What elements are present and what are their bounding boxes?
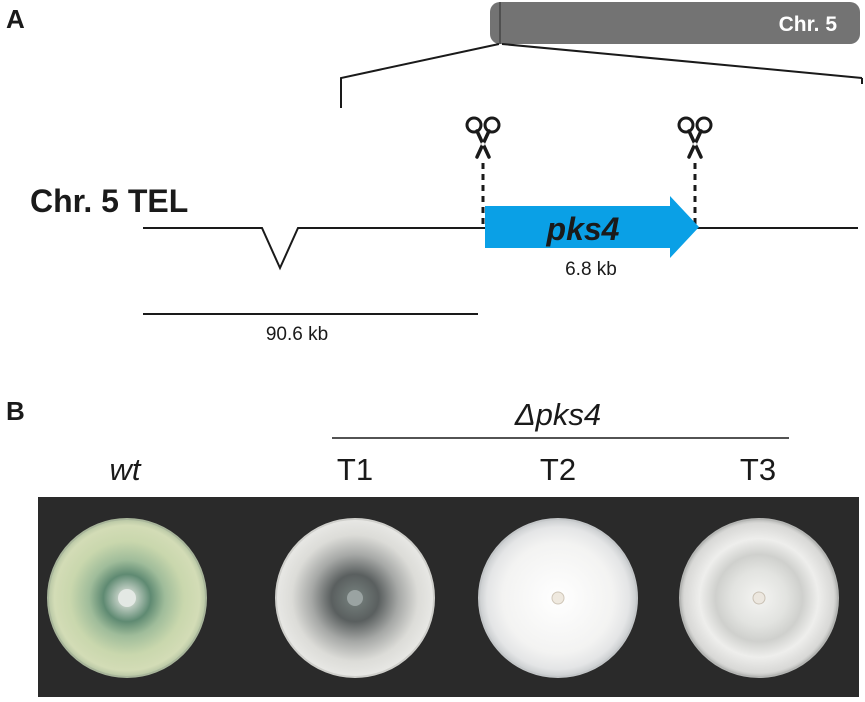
plate-label-t2: T2 — [540, 452, 576, 487]
gene-arrow — [485, 196, 699, 258]
scale-bar-label: 90.6 kb — [266, 324, 328, 345]
chromosome-bar-label: Chr. 5 — [779, 13, 838, 36]
plate-wt — [47, 518, 207, 678]
plate-label-t3: T3 — [740, 452, 776, 487]
plate-t3 — [679, 518, 839, 678]
panel-a-label: A — [6, 4, 25, 34]
plate-label-t1: T1 — [337, 452, 373, 487]
gene-size: 6.8 kb — [565, 259, 617, 280]
scissors-icon — [677, 116, 713, 159]
panel-b-label: B — [6, 396, 25, 426]
scissors-icon — [465, 116, 501, 159]
chromosome-bar: Chr. 5 — [490, 2, 860, 44]
plate-t1 — [275, 518, 435, 678]
mutant-group-label: Δpks4 — [514, 397, 601, 432]
gene-name: pks4 — [546, 211, 620, 247]
plate-label-wt: wt — [110, 452, 142, 487]
plate-t2 — [478, 518, 638, 678]
locus-line — [143, 227, 858, 271]
zoom-lines — [340, 43, 863, 108]
locus-label: Chr. 5 TEL — [30, 183, 188, 219]
